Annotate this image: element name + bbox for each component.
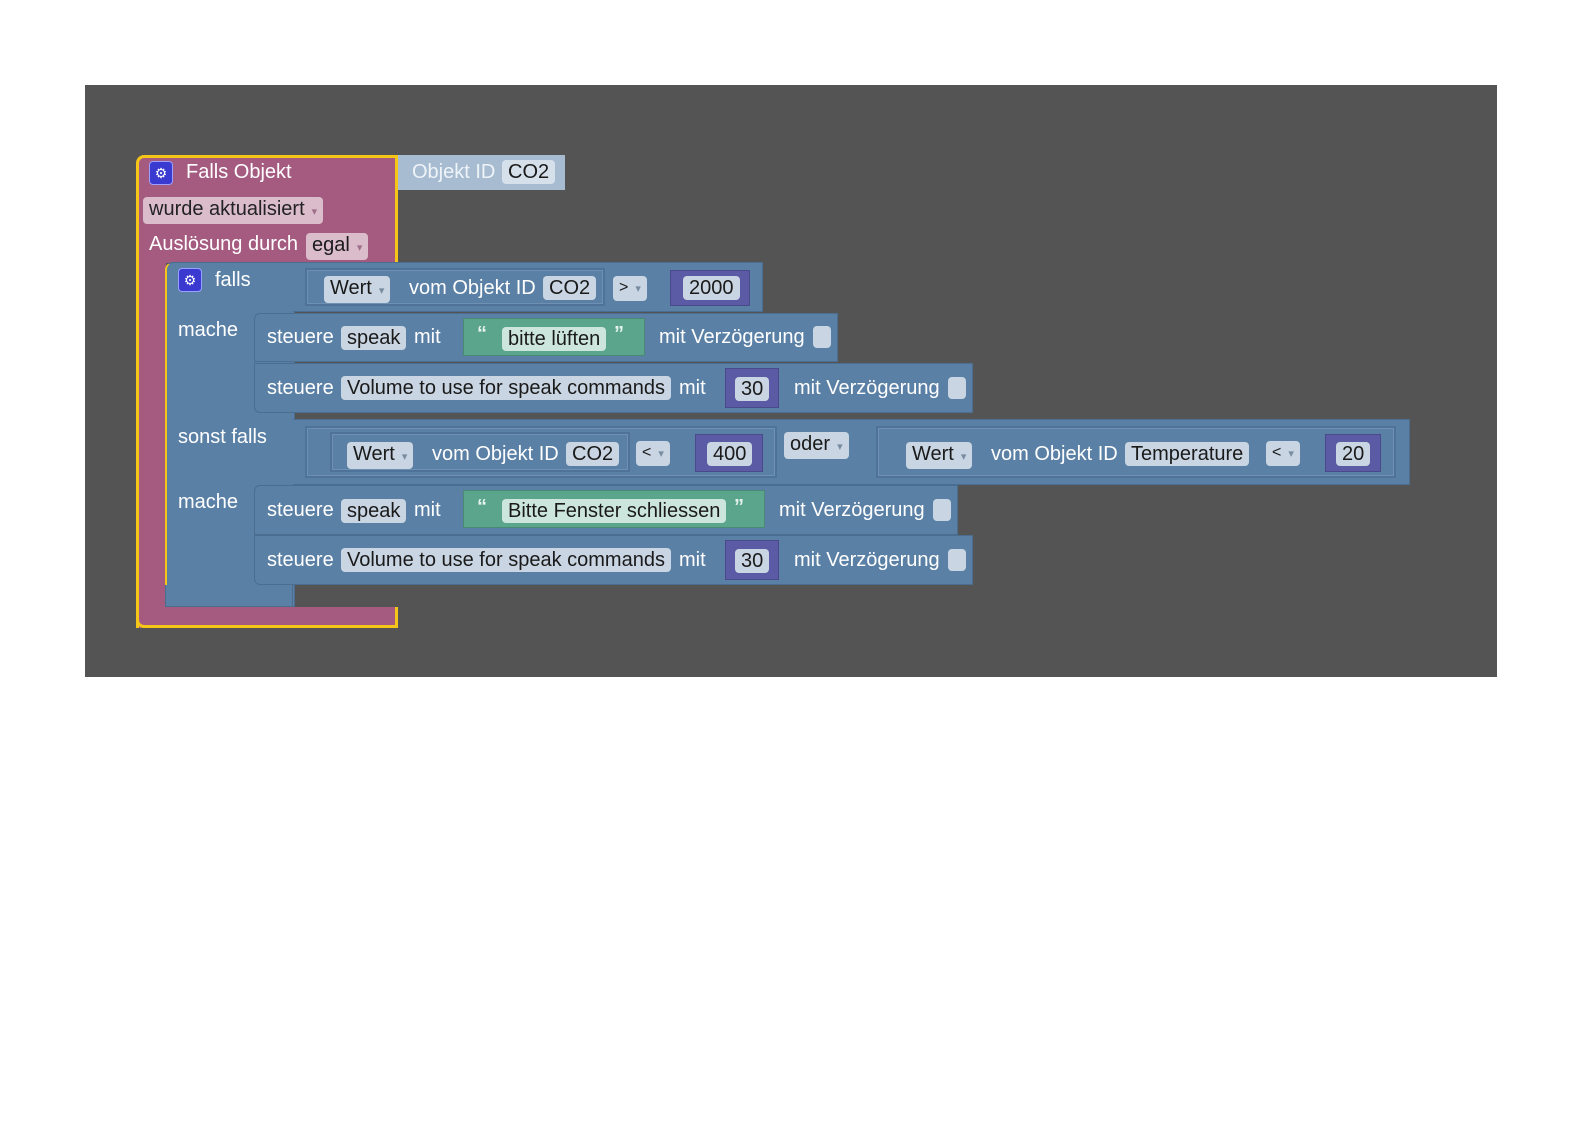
mit-label: mit [414,326,441,348]
trigger-dropdown[interactable]: egal [306,233,369,260]
mode-dropdown[interactable]: Wert [906,442,973,469]
target-field[interactable]: Volume to use for speak commands [341,376,671,400]
number-field[interactable]: 400 [707,442,753,466]
mache-label: mache [178,319,239,341]
mit-label: mit [414,499,441,521]
event-dropdown[interactable]: wurde aktualisiert [143,197,324,224]
delay-checkbox[interactable] [948,549,966,571]
mode-dropdown[interactable]: Wert [324,276,391,303]
delay-checkbox[interactable] [933,499,951,521]
object-id-block[interactable]: Objekt ID CO2 [398,155,565,190]
delay-label: mit Verzögerung [794,549,940,571]
sonst-falls-label: sonst falls [178,426,267,448]
object-id-field[interactable]: CO2 [566,442,620,466]
object-id-field[interactable]: CO2 [502,160,556,184]
object-label: vom Objekt ID [409,277,536,299]
mit-label: mit [679,377,706,399]
trigger-label: Auslösung durch [149,233,298,255]
text-field[interactable]: Bitte Fenster schliessen [502,499,727,523]
operator-dropdown[interactable]: < [636,441,670,466]
trigger-title: Falls Objekt [186,161,292,183]
logic-dropdown[interactable]: oder [784,432,849,459]
target-field[interactable]: speak [341,499,407,523]
steuere-label: steuere [267,499,334,521]
target-field[interactable]: speak [341,326,407,350]
steuere-label: steuere [267,549,334,571]
mit-label: mit [679,549,706,571]
mode-dropdown[interactable]: Wert [347,442,414,469]
number-field[interactable]: 20 [1336,442,1371,466]
target-field[interactable]: Volume to use for speak commands [341,548,671,572]
object-id-field[interactable]: Temperature [1125,442,1250,466]
delay-checkbox[interactable] [813,326,831,348]
quote-open: “ [477,323,487,345]
mache-label: mache [178,491,239,513]
object-label: vom Objekt ID [432,443,559,465]
steuere-label: steuere [267,377,334,399]
delay-label: mit Verzögerung [659,326,805,348]
steuere-label: steuere [267,326,334,348]
number-field[interactable]: 30 [735,377,770,401]
operator-dropdown[interactable]: < [1266,441,1300,466]
delay-checkbox[interactable] [948,377,966,399]
object-label: vom Objekt ID [991,443,1118,465]
object-id-field[interactable]: CO2 [543,276,597,300]
falls-label: falls [215,269,251,291]
gear-icon[interactable]: ⚙ [149,161,173,185]
delay-label: mit Verzögerung [779,499,925,521]
number-field[interactable]: 2000 [683,276,740,300]
quote-open: “ [477,496,487,518]
quote-close: ” [734,496,744,518]
operator-dropdown[interactable]: > [613,276,647,301]
object-id-label: Objekt ID [412,161,496,183]
quote-close: ” [614,323,624,345]
number-field[interactable]: 30 [735,549,770,573]
gear-icon[interactable]: ⚙ [178,268,202,292]
delay-label: mit Verzögerung [794,377,940,399]
text-field[interactable]: bitte lüften [502,327,607,351]
